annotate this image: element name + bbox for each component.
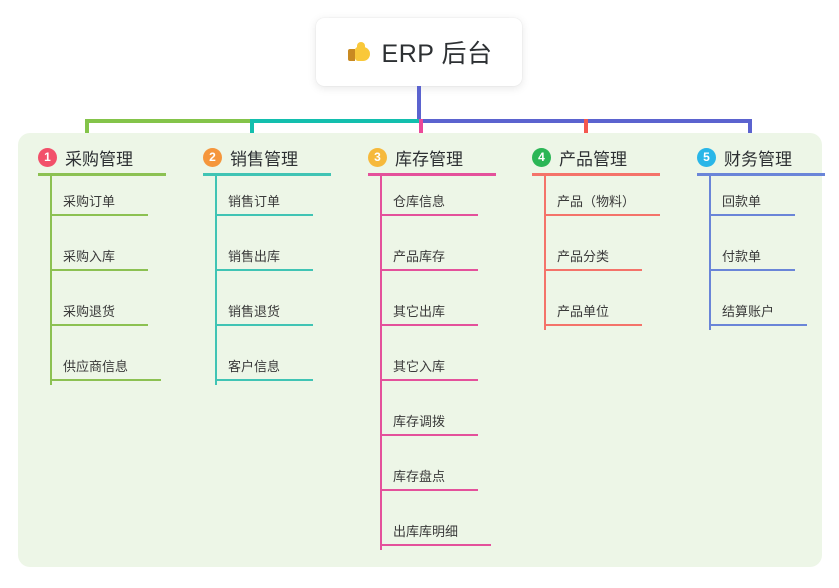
leaf-rule	[50, 379, 161, 381]
column-header-4[interactable]: 4 产品管理	[532, 145, 627, 170]
leaf-item[interactable]: 销售退货	[215, 301, 315, 326]
column-rule-3	[368, 173, 496, 176]
thumbs-up-icon	[346, 39, 372, 65]
leaf-label: 采购入库	[63, 249, 116, 264]
leaf-label: 仓库信息	[393, 194, 446, 209]
column-spine-4	[544, 175, 546, 330]
leaf-rule	[215, 214, 313, 216]
column-spine-1	[50, 175, 52, 385]
leaf-label: 产品库存	[393, 249, 446, 264]
leaf-item[interactable]: 仓库信息	[380, 191, 480, 216]
leaf-rule	[709, 324, 807, 326]
column-title-5: 财务管理	[724, 150, 792, 169]
leaf-rule	[215, 324, 313, 326]
leaf-rule	[544, 269, 642, 271]
leaf-label: 回款单	[722, 194, 762, 209]
leaf-label: 库存盘点	[393, 469, 446, 484]
column-title-2: 销售管理	[230, 150, 298, 169]
leaf-item[interactable]: 客户信息	[215, 356, 315, 381]
leaf-label: 采购订单	[63, 194, 116, 209]
leaf-label: 销售退货	[228, 304, 281, 319]
leaf-item[interactable]: 产品单位	[544, 301, 644, 326]
leaf-item[interactable]: 供应商信息	[50, 356, 163, 381]
leaf-rule	[380, 379, 478, 381]
leaf-rule	[380, 324, 478, 326]
leaf-label: 产品分类	[557, 249, 610, 264]
column-header-2[interactable]: 2 销售管理	[203, 145, 298, 170]
column-badge-1: 1	[38, 148, 57, 167]
connector-segment-green	[85, 119, 252, 123]
leaf-item[interactable]: 库存调拨	[380, 411, 480, 436]
leaf-rule	[380, 544, 491, 546]
leaf-label: 采购退货	[63, 304, 116, 319]
leaf-label: 客户信息	[228, 359, 281, 374]
column-badge-5: 5	[697, 148, 716, 167]
leaf-item[interactable]: 其它出库	[380, 301, 480, 326]
leaf-item[interactable]: 库存盘点	[380, 466, 480, 491]
leaf-rule	[215, 379, 313, 381]
column-header-1[interactable]: 1 采购管理	[38, 145, 133, 170]
leaf-rule	[380, 489, 478, 491]
leaf-item[interactable]: 采购入库	[50, 246, 150, 271]
leaf-item[interactable]: 出库库明细	[380, 521, 493, 546]
leaf-rule	[380, 214, 478, 216]
column-header-5[interactable]: 5 财务管理	[697, 145, 792, 170]
column-title-3: 库存管理	[395, 150, 463, 169]
leaf-label: 库存调拨	[393, 414, 446, 429]
leaf-label: 产品（物料）	[557, 194, 636, 209]
column-rule-5	[697, 173, 825, 176]
leaf-label: 结算账户	[722, 304, 775, 319]
leaf-item[interactable]: 结算账户	[709, 301, 809, 326]
root-stem	[417, 86, 421, 121]
leaf-item[interactable]: 产品分类	[544, 246, 644, 271]
column-badge-2: 2	[203, 148, 222, 167]
leaf-item[interactable]: 付款单	[709, 246, 797, 271]
leaf-rule	[380, 434, 478, 436]
leaf-label: 付款单	[722, 249, 762, 264]
connector-segment-teal	[250, 119, 421, 123]
leaf-rule	[709, 269, 795, 271]
column-header-3[interactable]: 3 库存管理	[368, 145, 463, 170]
diagram-panel: 1 采购管理 采购订单 采购入库 采购退货 供应商信息	[18, 133, 825, 567]
leaf-item[interactable]: 采购订单	[50, 191, 150, 216]
leaf-item[interactable]: 销售出库	[215, 246, 315, 271]
leaf-item[interactable]: 其它入库	[380, 356, 480, 381]
root-node-title: ERP 后台	[381, 40, 493, 68]
column-badge-3: 3	[368, 148, 387, 167]
leaf-rule	[544, 214, 660, 216]
column-title-4: 产品管理	[559, 150, 627, 169]
leaf-rule	[380, 269, 478, 271]
leaf-label: 供应商信息	[63, 359, 129, 374]
leaf-label: 销售订单	[228, 194, 281, 209]
leaf-rule	[50, 269, 148, 271]
column-spine-5	[709, 175, 711, 330]
leaf-rule	[50, 214, 148, 216]
leaf-item[interactable]: 产品库存	[380, 246, 480, 271]
leaf-item[interactable]: 产品（物料）	[544, 191, 662, 216]
leaf-label: 出库库明细	[393, 524, 459, 539]
leaf-item[interactable]: 销售订单	[215, 191, 315, 216]
leaf-item[interactable]: 采购退货	[50, 301, 150, 326]
leaf-rule	[50, 324, 148, 326]
leaf-rule	[709, 214, 795, 216]
column-rule-1	[38, 173, 166, 176]
column-spine-2	[215, 175, 217, 385]
leaf-label: 其它出库	[393, 304, 446, 319]
column-rule-2	[203, 173, 331, 176]
column-title-1: 采购管理	[65, 150, 133, 169]
leaf-rule	[215, 269, 313, 271]
root-node-card[interactable]: ERP 后台	[316, 18, 522, 86]
leaf-label: 销售出库	[228, 249, 281, 264]
leaf-label: 其它入库	[393, 359, 446, 374]
column-badge-4: 4	[532, 148, 551, 167]
leaf-item[interactable]: 回款单	[709, 191, 797, 216]
leaf-label: 产品单位	[557, 304, 610, 319]
leaf-rule	[544, 324, 642, 326]
column-spine-3	[380, 175, 382, 550]
column-rule-4	[532, 173, 660, 176]
